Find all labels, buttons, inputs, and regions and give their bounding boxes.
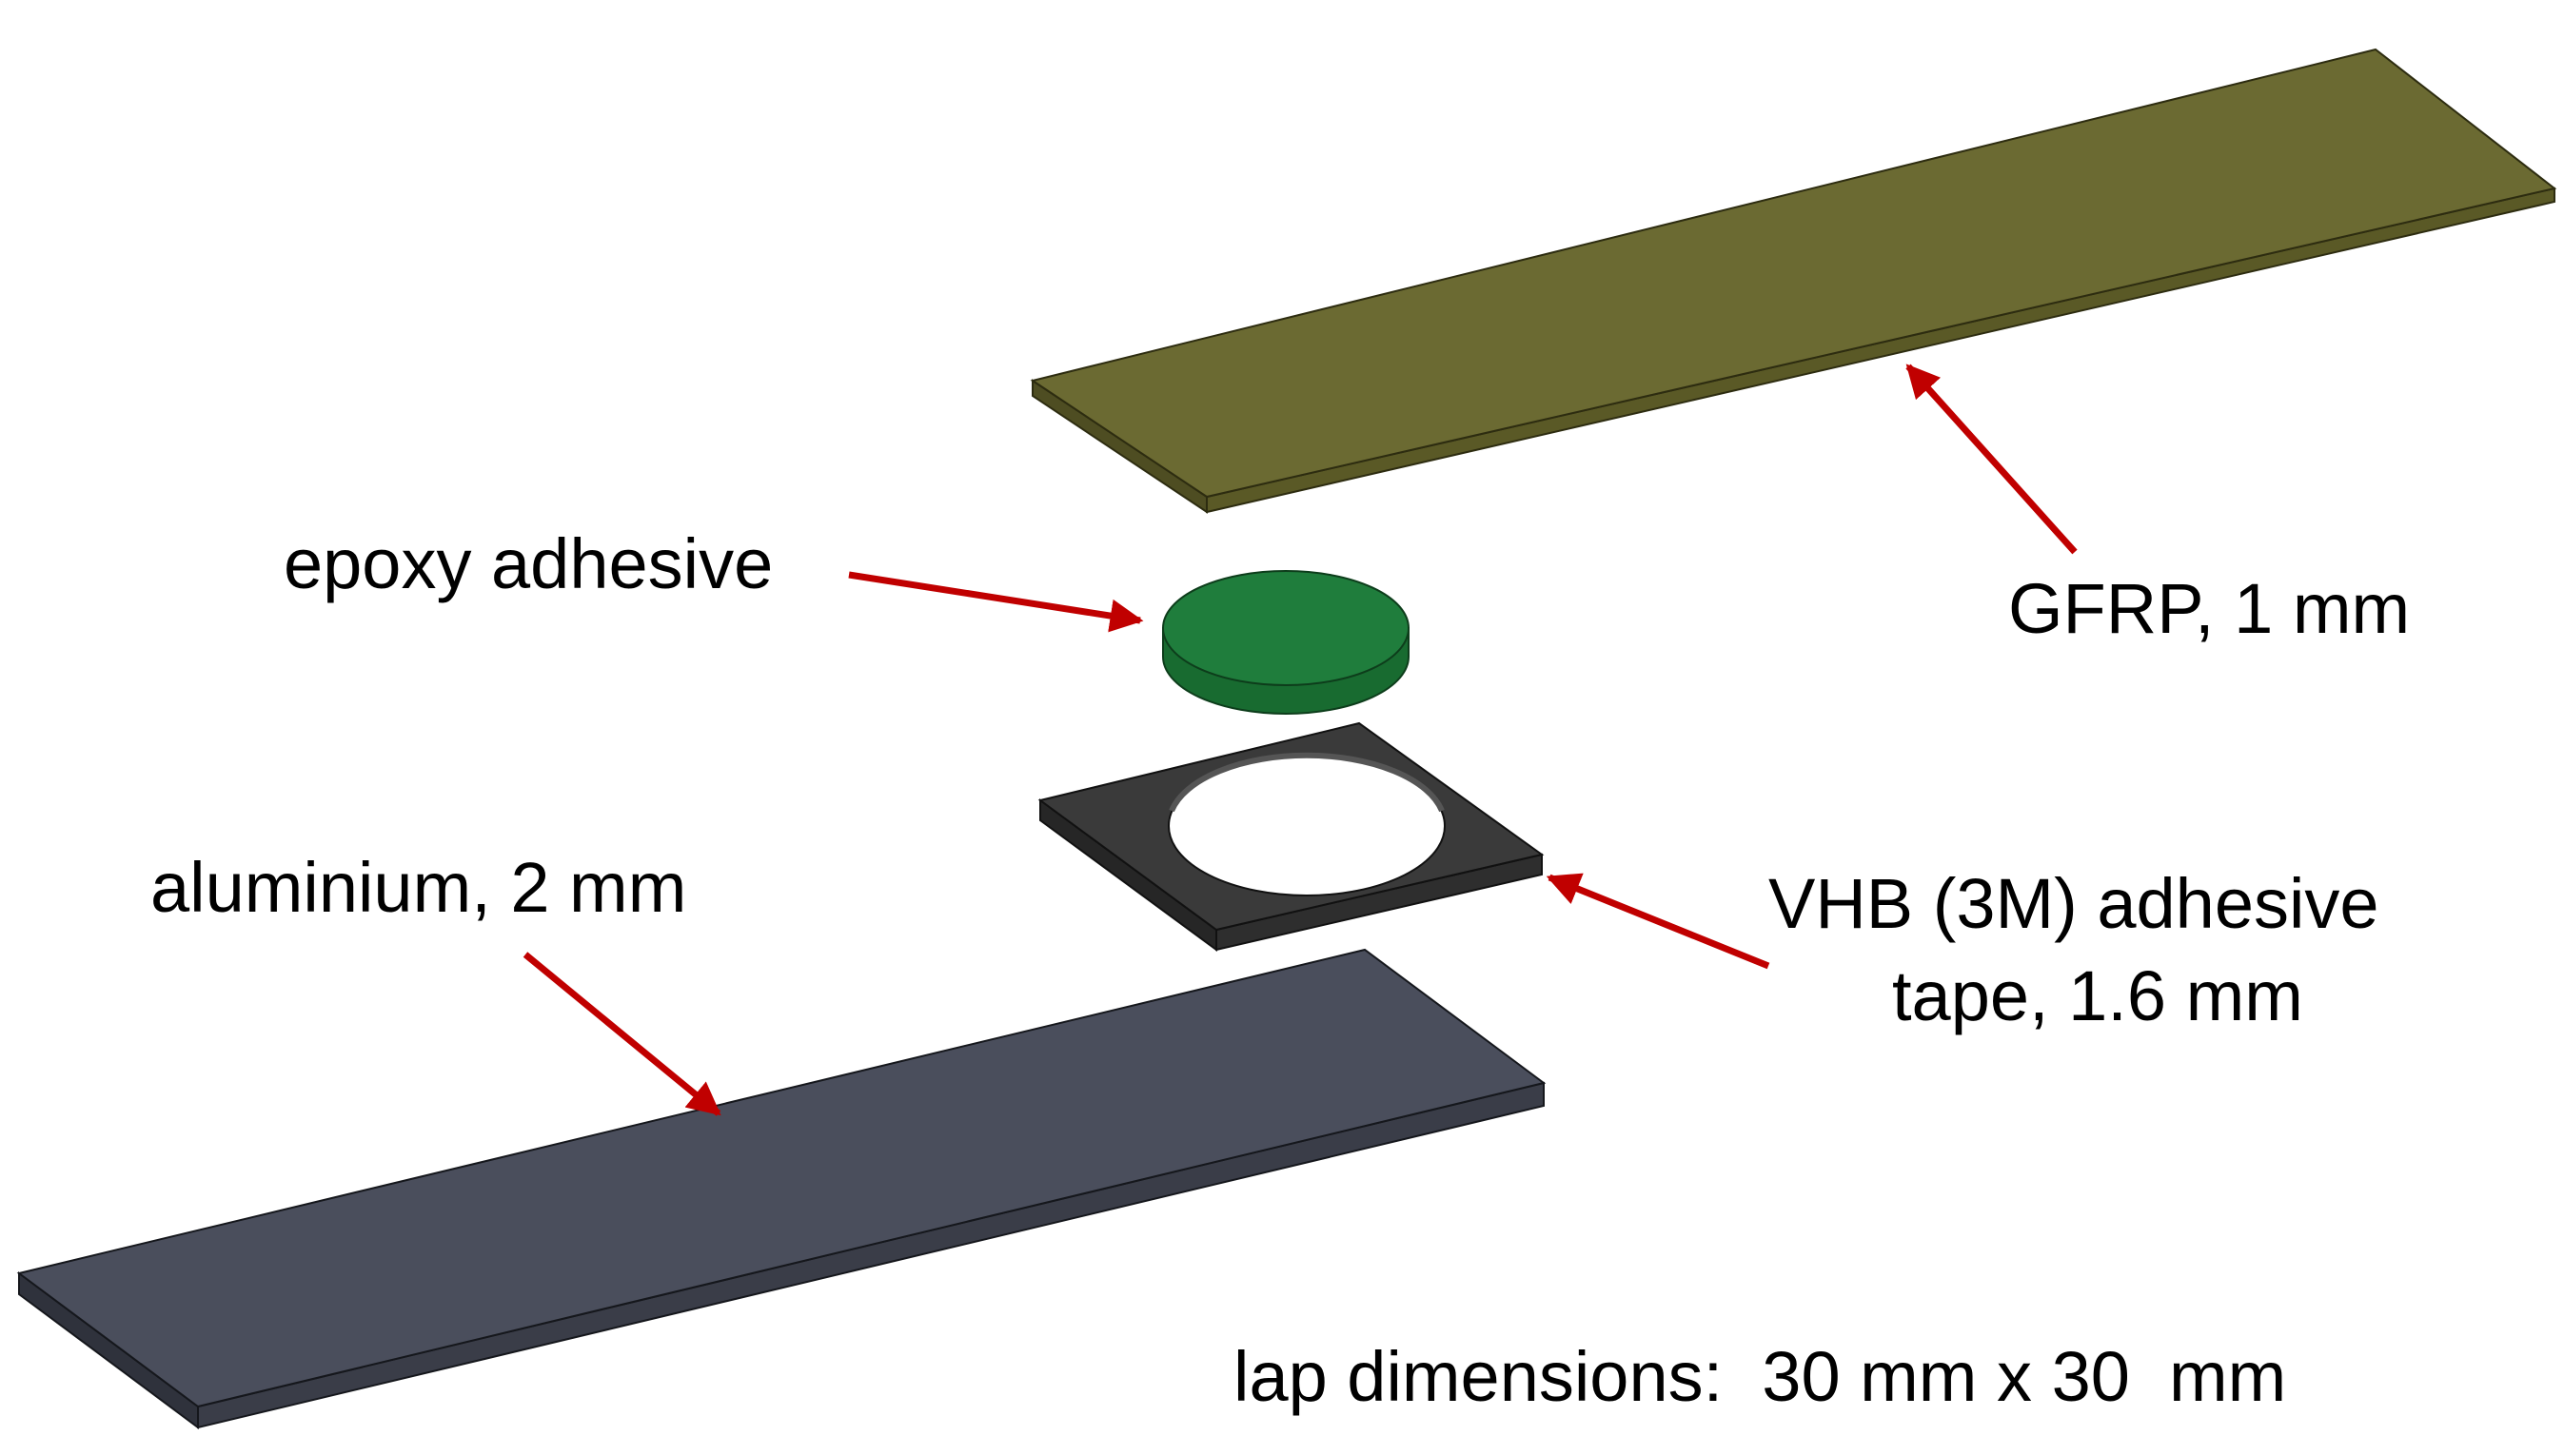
vhb-label-line2: tape, 1.6 mm — [1892, 956, 2303, 1035]
aluminium-arrow — [523, 952, 721, 1116]
epoxy-disc — [1162, 570, 1410, 715]
vhb-arrow — [1546, 873, 1770, 970]
vhb-tape-square — [1037, 721, 1545, 952]
vhb-label-line1: VHB (3M) adhesive — [1768, 864, 2379, 943]
epoxy-arrow — [848, 571, 1144, 633]
epoxy-adhesive-label: epoxy adhesive — [284, 524, 773, 603]
aluminium-label: aluminium, 2 mm — [150, 848, 686, 927]
gfrp-arrow — [1905, 364, 2078, 555]
lap-dimensions-label: lap dimensions: 30 mm x 30 mm — [1233, 1337, 2286, 1416]
aluminium-strip — [16, 948, 1547, 1429]
gfrp-strip — [1030, 48, 2557, 514]
gfrp-label: GFRP, 1 mm — [2008, 569, 2410, 648]
